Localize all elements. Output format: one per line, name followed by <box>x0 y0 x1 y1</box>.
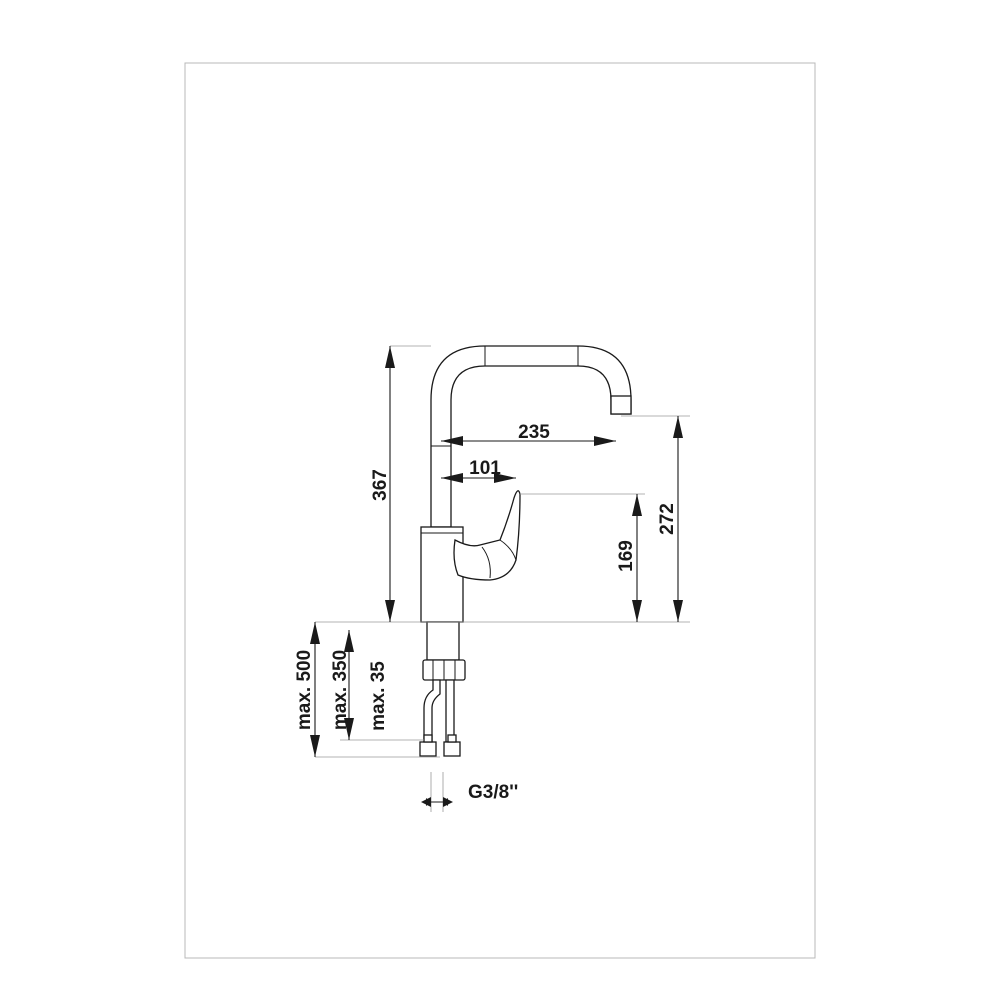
dim-lever-offset <box>441 473 516 483</box>
label-height-total: 367 <box>370 469 391 501</box>
hose-connector <box>419 741 437 757</box>
faucet-outline <box>419 345 632 757</box>
label-lever-height: 169 <box>616 540 637 572</box>
dim-height-total <box>385 346 395 622</box>
hose-connector <box>443 741 461 757</box>
shank <box>426 621 460 661</box>
label-deck-max-35: max. 35 <box>368 661 389 731</box>
dim-hose-max-350 <box>344 630 354 740</box>
drawing-frame <box>184 62 816 959</box>
label-spout-height: 272 <box>657 503 678 535</box>
label-hose-max-350: max. 350 <box>330 650 351 730</box>
dim-thread <box>421 797 453 807</box>
dim-spout-height <box>673 416 683 622</box>
supply-hose-right <box>445 679 455 743</box>
lever-detail <box>499 539 517 561</box>
dim-hose-max-500 <box>310 622 320 757</box>
spout-aerator <box>610 395 632 415</box>
supply-hose-left <box>423 679 441 743</box>
label-hose-max-500: max. 500 <box>294 650 315 730</box>
lever-handle <box>453 490 521 581</box>
lever-detail <box>481 546 491 579</box>
dim-lever-height <box>632 494 642 622</box>
hose-fitting <box>423 734 433 743</box>
hose-fitting <box>447 734 457 743</box>
dim-spout-reach <box>441 436 616 446</box>
label-lever-offset: 101 <box>469 458 501 479</box>
extension-lines <box>315 345 690 812</box>
label-thread: G3/8'' <box>468 782 518 803</box>
label-spout-reach: 235 <box>518 422 550 443</box>
